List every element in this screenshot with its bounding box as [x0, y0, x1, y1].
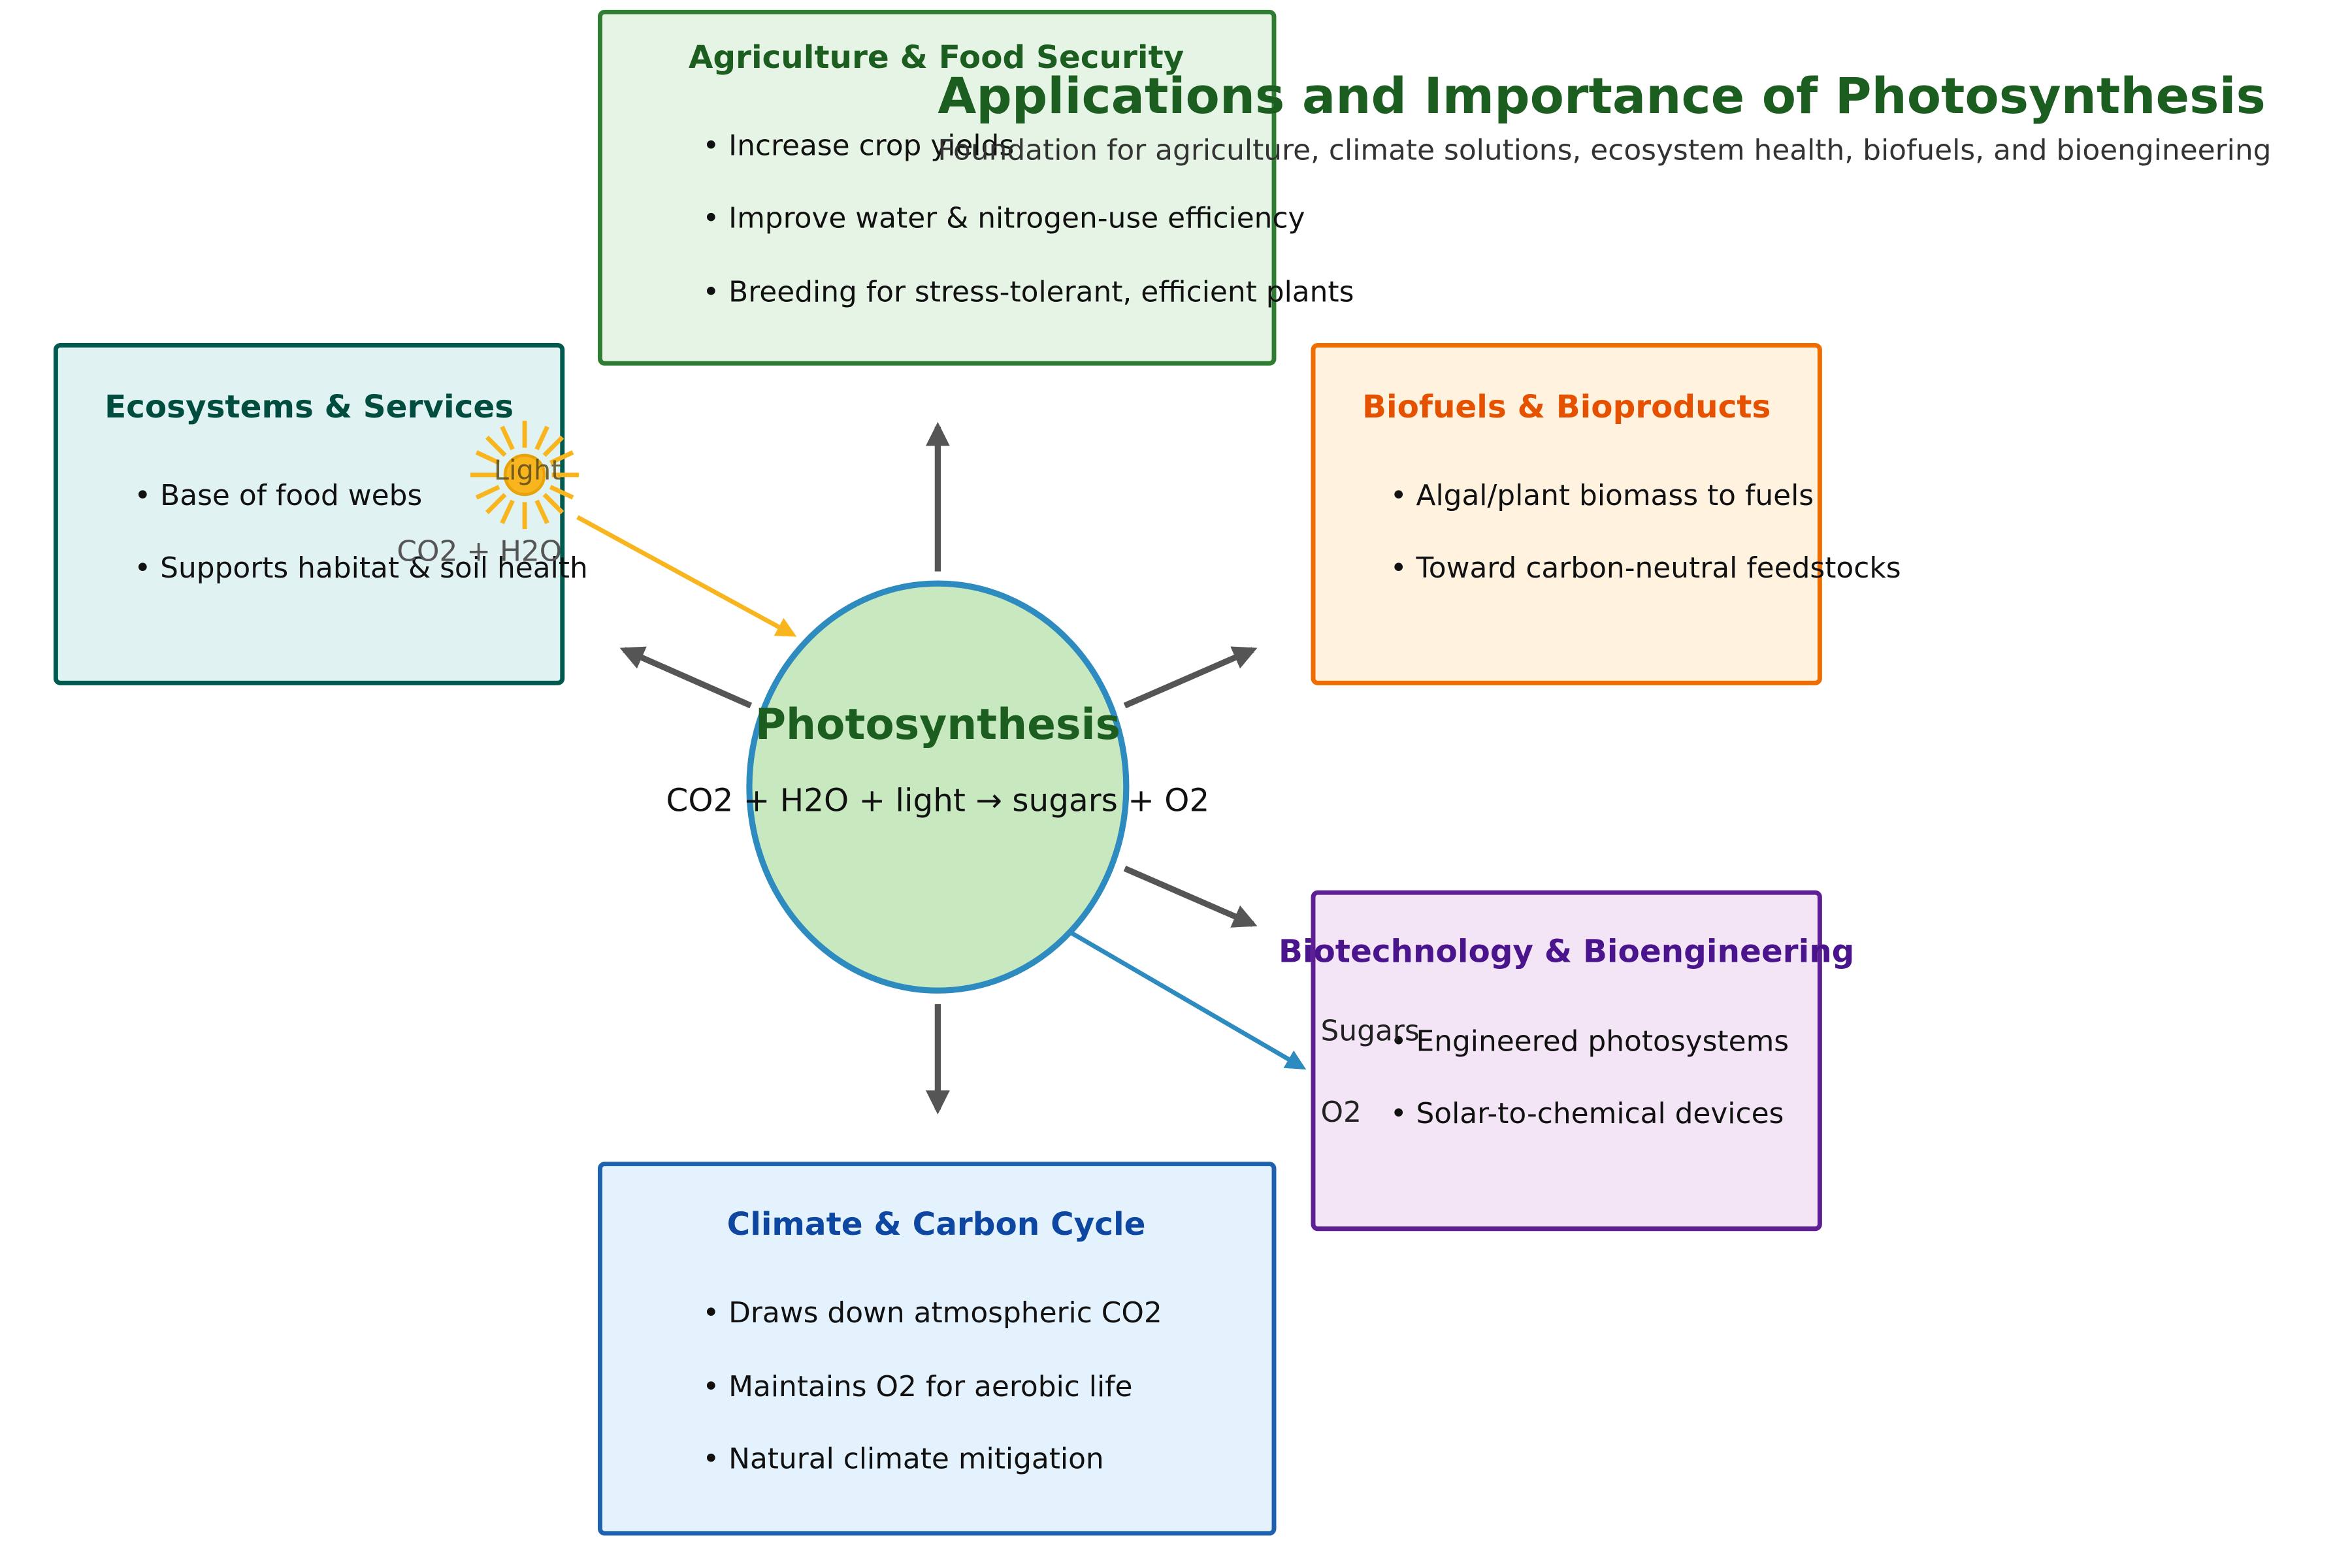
ecosystems-item: • Base of food webs — [134, 479, 422, 512]
agriculture-box-frame — [597, 10, 1277, 366]
arrow-to-ecosystems — [619, 646, 753, 709]
ecosystems-box: Ecosystems & Services • Base of food web… — [53, 343, 588, 685]
biotech-item: • Engineered photosystems — [1390, 1024, 1789, 1058]
photosynthesis-node — [746, 580, 1130, 994]
climate-item: • Maintains O2 for aerobic life — [702, 1370, 1132, 1403]
light-input-arrow — [576, 515, 797, 637]
ecosystems-title: Ecosystems & Services — [105, 389, 514, 425]
agriculture-box: Agriculture & Food Security • Increase c… — [597, 10, 1354, 366]
o2-label: O2 — [1321, 1096, 1362, 1129]
page-title: Applications and Importance of Photosynt… — [938, 67, 2265, 125]
climate-box-frame — [597, 1162, 1277, 1536]
arrow-to-biotech — [1123, 865, 1258, 928]
sun-icon — [470, 420, 580, 529]
ecosystems-box-frame — [53, 343, 565, 685]
center-equation: CO2 + H2O + light → sugars + O2 — [666, 783, 1210, 819]
climate-item: • Natural climate mitigation — [702, 1443, 1103, 1476]
climate-box: Climate & Carbon Cycle • Draws down atmo… — [597, 1162, 1277, 1536]
products-output-arrow — [1071, 931, 1307, 1070]
light-label: Light — [494, 454, 562, 486]
agriculture-item: • Improve water & nitrogen-use efficienc… — [702, 201, 1305, 235]
biotech-box: Biotechnology & Bioengineering • Enginee… — [1279, 890, 1854, 1232]
biofuels-box-frame — [1311, 343, 1822, 685]
ecosystems-item: • Supports habitat & soil health — [134, 551, 587, 585]
climate-title: Climate & Carbon Cycle — [727, 1206, 1146, 1243]
agriculture-title: Agriculture & Food Security — [689, 39, 1184, 76]
biofuels-item: • Algal/plant biomass to fuels — [1390, 479, 1814, 512]
biofuels-title: Biofuels & Bioproducts — [1362, 389, 1771, 425]
center-title: Photosynthesis — [755, 700, 1120, 749]
biotech-box-frame — [1311, 890, 1822, 1232]
arrow-to-biofuels — [1123, 646, 1258, 709]
biotech-item: • Solar-to-chemical devices — [1390, 1097, 1784, 1130]
agriculture-item: • Breeding for stress-tolerant, efficien… — [702, 276, 1354, 309]
page-subtitle: Foundation for agriculture, climate solu… — [938, 134, 2271, 167]
sugars-label: Sugars — [1321, 1014, 1420, 1047]
biofuels-box: Biofuels & Bioproducts • Algal/plant bio… — [1311, 343, 1901, 685]
biotech-title: Biotechnology & Bioengineering — [1279, 933, 1854, 970]
agriculture-item: • Increase crop yields — [702, 129, 1014, 163]
biofuels-item: • Toward carbon-neutral feedstocks — [1390, 551, 1901, 585]
reactants-label: CO2 + H2O — [397, 534, 562, 568]
climate-item: • Draws down atmospheric CO2 — [702, 1296, 1162, 1330]
